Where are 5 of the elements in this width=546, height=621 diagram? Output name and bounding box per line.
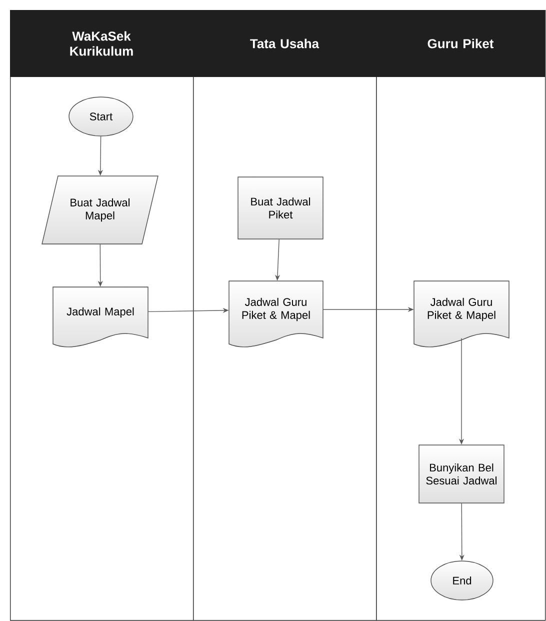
process-box: Bunyikan Bel Sesuai Jadwal — [418, 444, 504, 504]
data-parallelogram: Buat Jadwal Mapel — [42, 176, 158, 244]
terminator-oval: End — [430, 560, 494, 600]
process-box: Buat Jadwal Piket — [238, 176, 324, 240]
terminator-oval: Start — [68, 96, 134, 136]
